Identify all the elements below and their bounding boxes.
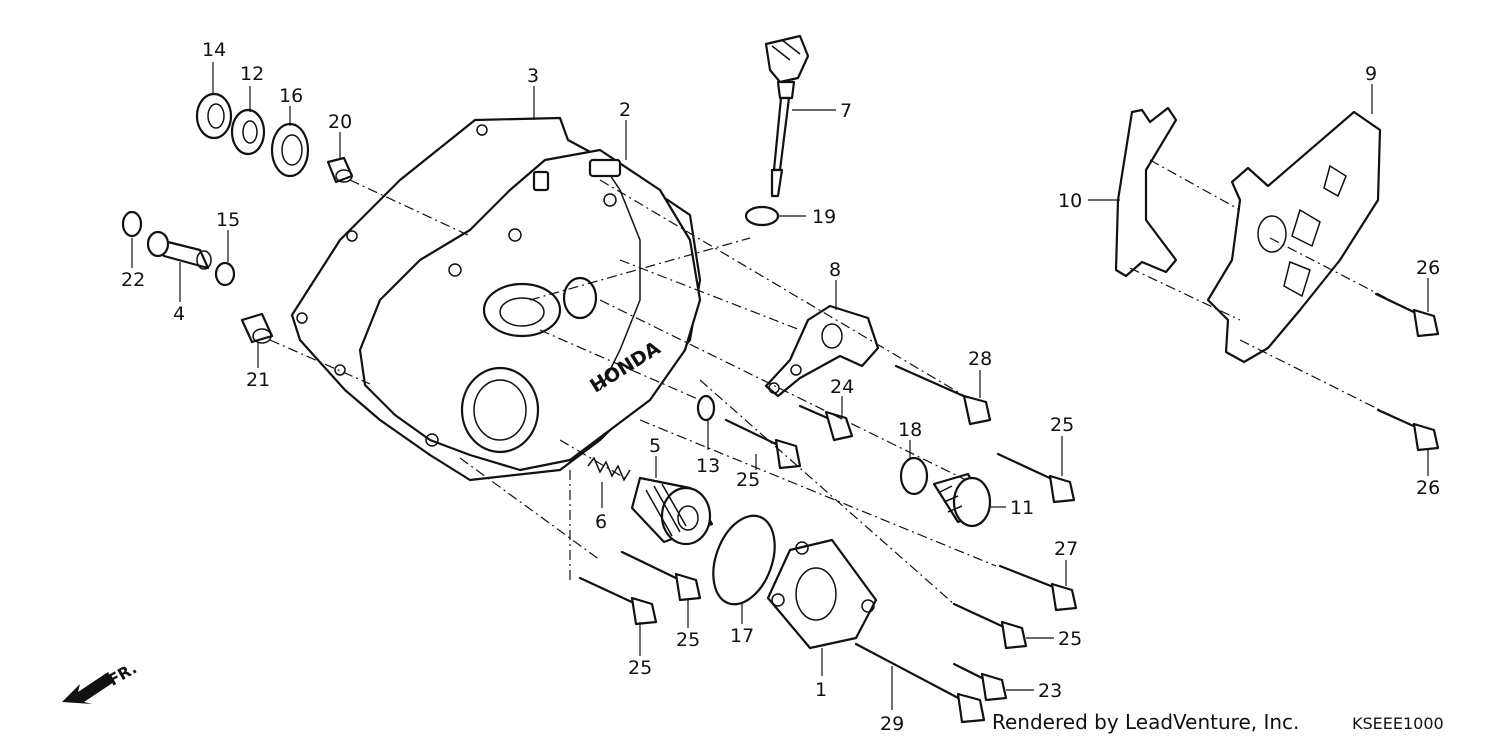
callout-18: 18 <box>898 419 922 441</box>
bearing-part-16 <box>270 122 310 178</box>
gasket-part-10 <box>1114 106 1178 278</box>
callout-25-lower-center: 25 <box>676 629 700 651</box>
callout-27: 27 <box>1054 538 1078 560</box>
bolt-part-23 <box>952 662 1008 702</box>
callout-3: 3 <box>527 65 539 87</box>
callout-17: 17 <box>730 625 754 647</box>
callout-22: 22 <box>121 269 145 291</box>
diagram-code: KSEEE1000 <box>1352 714 1444 733</box>
callout-21: 21 <box>246 369 270 391</box>
bolt-part-26-upper <box>1374 292 1440 338</box>
cover-part-2: HONDA <box>358 148 702 472</box>
callout-6: 6 <box>595 511 607 533</box>
callout-5: 5 <box>649 435 661 457</box>
cap-part-11 <box>932 472 992 528</box>
oring-part-18 <box>899 456 929 496</box>
bolt-part-27 <box>998 564 1078 612</box>
bolt-part-25-bottom <box>578 576 658 626</box>
callout-4: 4 <box>173 303 185 325</box>
bolt-part-28 <box>894 364 992 426</box>
callout-15: 15 <box>216 209 240 231</box>
callout-10: 10 <box>1058 190 1082 212</box>
callout-25-lower-right: 25 <box>1058 628 1082 650</box>
oring-part-19 <box>744 205 780 227</box>
callout-7: 7 <box>840 100 852 122</box>
spring-part-6 <box>587 456 631 482</box>
callout-2: 2 <box>619 99 631 121</box>
callout-13: 13 <box>696 455 720 477</box>
callout-11: 11 <box>1010 497 1034 519</box>
callout-19: 19 <box>812 206 836 228</box>
callout-26-upper: 26 <box>1416 257 1440 279</box>
washer-part-12 <box>230 108 266 156</box>
washer-part-15 <box>214 261 236 287</box>
dipstick-part-7 <box>764 34 810 198</box>
dowel-part-21 <box>240 312 274 344</box>
callout-25-right: 25 <box>1050 414 1074 436</box>
oil-filter-part-5 <box>630 476 714 546</box>
oring-part-17 <box>712 514 776 606</box>
callout-12: 12 <box>240 63 264 85</box>
callout-25-bottom: 25 <box>628 657 652 679</box>
callout-8: 8 <box>829 259 841 281</box>
callout-14: 14 <box>202 39 226 61</box>
callout-9: 9 <box>1365 63 1377 85</box>
bolt-part-25-lower-right <box>952 602 1028 650</box>
front-marker-text: FR. <box>105 658 140 689</box>
bolt-part-25-lower-left <box>620 550 702 602</box>
callout-numbers: 14 12 16 20 3 2 7 19 22 15 4 21 8 24 28 … <box>121 39 1440 735</box>
bolt-part-25-upper <box>724 418 802 470</box>
callout-29: 29 <box>880 713 904 735</box>
clip-part-22 <box>121 210 143 238</box>
bolt-part-29 <box>854 642 986 724</box>
bracket-part-8 <box>764 304 880 398</box>
callout-23: 23 <box>1038 680 1062 702</box>
bolt-part-26-lower <box>1376 408 1440 452</box>
bolt-part-24 <box>798 404 854 442</box>
circlip-part-14 <box>195 92 233 140</box>
front-arrow-icon: FR. <box>62 658 140 704</box>
callout-26-lower: 26 <box>1416 477 1440 499</box>
credit-text: Rendered by LeadVenture, Inc. <box>992 710 1300 734</box>
callout-16: 16 <box>279 85 303 107</box>
callout-20: 20 <box>328 111 352 133</box>
callout-28: 28 <box>968 348 992 370</box>
washer-part-13 <box>696 394 716 422</box>
filter-cover-part-1 <box>766 538 878 650</box>
bolt-part-25-right <box>996 452 1076 504</box>
shaft-part-4 <box>146 230 212 270</box>
leader-lines <box>131 62 1429 710</box>
callout-24: 24 <box>830 376 854 398</box>
dowel-part-20 <box>326 156 354 184</box>
assembly-lines <box>269 159 1401 605</box>
sprocket-cover-part-9 <box>1206 110 1382 364</box>
callout-25-center: 25 <box>736 469 760 491</box>
callout-1: 1 <box>815 679 827 701</box>
